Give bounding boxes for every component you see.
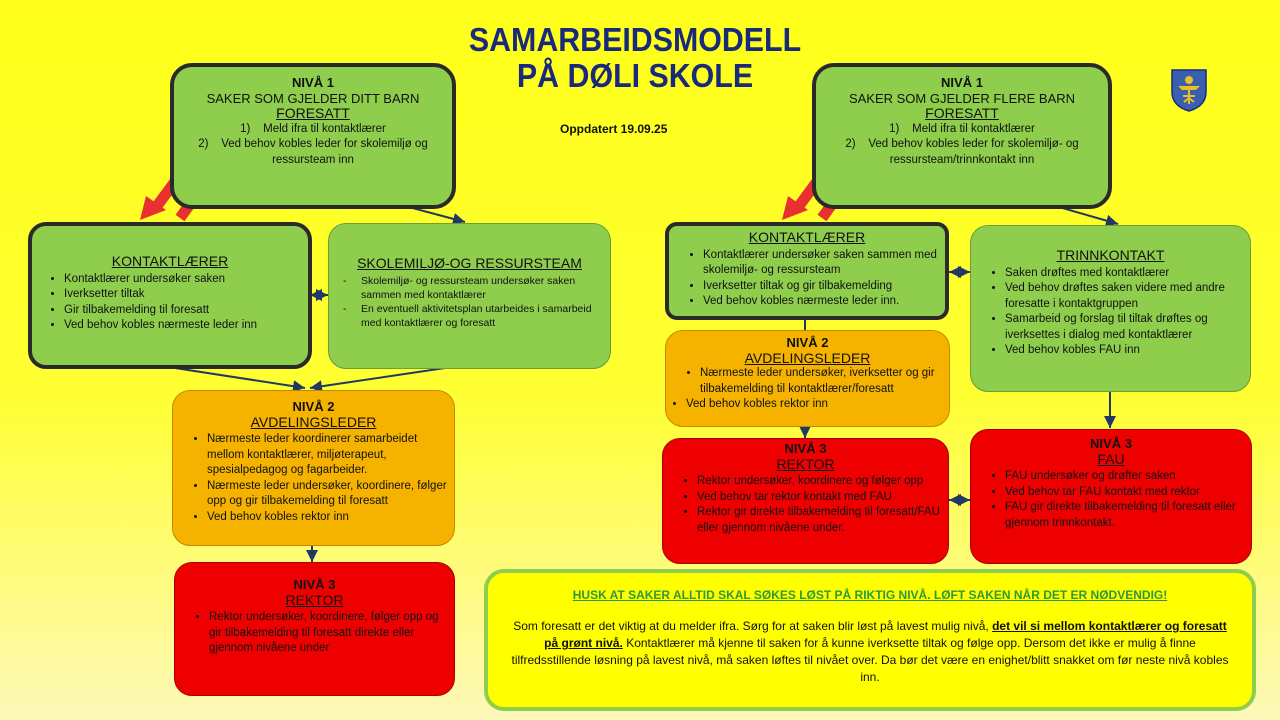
role-title: TRINNKONTAKT: [1056, 247, 1165, 263]
reminder-text: Som foresatt er det viktig at du melder …: [506, 618, 1234, 686]
role-title: SKOLEMILJØ-OG RESSURSTEAM: [357, 255, 582, 271]
role-title: AVDELINGSLEDER: [744, 349, 871, 366]
list-item: 1) Meld ifra til kontaktlærer: [240, 122, 386, 135]
title-line-1: SAMARBEIDSMODELL: [468, 21, 802, 58]
list-item: Kontaktlærer undersøker saken sammen med…: [703, 248, 945, 279]
list-item: Nærmeste leder koordinerer samarbeidet m…: [207, 432, 448, 479]
list-item: Ved behov tar rektor kontakt med FAU: [697, 490, 942, 506]
list-item: 2) Ved behov kobles leder for skolemiljø…: [198, 138, 428, 150]
role-title: FORESATT: [925, 105, 999, 121]
list-item: FAU gir direkte tilbakemelding til fores…: [1005, 500, 1245, 531]
list-item: Ved behov kobles rektor inn: [207, 510, 448, 526]
role-title: KONTAKTLÆRER: [748, 229, 866, 245]
right-kontaktlaerer-box: KONTAKTLÆRER Kontaktlærer undersøker sak…: [665, 222, 949, 320]
updated-date: Oppdatert 19.09.25: [560, 122, 668, 136]
left-niva1-box: NIVÅ 1 SAKER SOM GJELDER DITT BARN FORES…: [170, 63, 456, 209]
left-kontaktlaerer-box: KONTAKTLÆRER Kontaktlærer undersøker sak…: [28, 222, 312, 369]
list-item: Ved behov drøftes saken videre med andre…: [1005, 281, 1244, 312]
niva-heading: NIVÅ 1: [941, 75, 983, 90]
list-item: Ved behov kobles FAU inn: [1005, 343, 1244, 359]
niva-heading: NIVÅ 2: [786, 335, 829, 350]
list-item: Nærmeste leder undersøker, koordinere, f…: [207, 479, 448, 510]
role-title: FORESATT: [276, 105, 350, 121]
right-trinnkontakt-box: TRINNKONTAKT Saken drøftes med kontaktlæ…: [970, 225, 1251, 392]
list-item: Rektor undersøker, koordinere, følger op…: [209, 610, 446, 657]
list-item: Iverksetter tiltak: [64, 287, 308, 303]
reminder-heading: HUSK AT SAKER ALLTID SKAL SØKES LØST PÅ …: [572, 588, 1168, 602]
list-item: Kontaktlærer undersøker saken: [64, 272, 308, 288]
role-title: FAU: [1097, 450, 1125, 467]
left-niva3-box: NIVÅ 3 REKTOR Rektor undersøker, koordin…: [174, 562, 455, 696]
list-item: Saken drøftes med kontaktlærer: [1005, 266, 1244, 282]
list-item: Skolemiljø- og ressursteam undersøker sa…: [343, 274, 610, 302]
list-item: ressursteam inn: [272, 153, 354, 166]
page-title: SAMARBEIDSMODELL PÅ DØLI SKOLE: [446, 22, 823, 94]
role-title: REKTOR: [776, 455, 835, 472]
niva-heading: NIVÅ 1: [292, 75, 334, 90]
list-item: Gir tilbakemelding til foresatt: [64, 303, 308, 319]
left-niva2-box: NIVÅ 2 AVDELINGSLEDER Nærmeste leder koo…: [172, 390, 455, 546]
list-item: Rektor undersøker, koordinere og følger …: [697, 474, 942, 490]
list-item: 1) Meld ifra til kontaktlærer: [889, 122, 1035, 135]
reminder-box: HUSK AT SAKER ALLTID SKAL SØKES LØST PÅ …: [484, 569, 1256, 711]
niva-subtitle: SAKER SOM GJELDER FLERE BARN: [848, 90, 1076, 106]
list-item: Nærmeste leder undersøker, iverksetter o…: [700, 366, 943, 397]
right-niva2-box: NIVÅ 2 AVDELINGSLEDER Nærmeste leder und…: [665, 330, 950, 427]
role-title: REKTOR: [285, 591, 344, 608]
right-niva3-fau-box: NIVÅ 3 FAU FAU undersøker og drøfter sak…: [970, 429, 1252, 564]
list-item: Iverksetter tiltak og gir tilbakemelding: [703, 279, 945, 295]
niva-heading: NIVÅ 2: [292, 399, 335, 414]
niva-heading: NIVÅ 3: [784, 441, 827, 456]
list-item: Ved behov kobles nærmeste leder inn: [64, 318, 308, 334]
list-item: Ved behov kobles nærmeste leder inn.: [703, 294, 945, 310]
right-niva1-box: NIVÅ 1 SAKER SOM GJELDER FLERE BARN FORE…: [812, 63, 1112, 209]
right-niva3-rektor-box: NIVÅ 3 REKTOR Rektor undersøker, koordin…: [662, 438, 949, 564]
list-item: En eventuell aktivitetsplan utarbeides i…: [343, 302, 610, 330]
crest-icon: [1171, 69, 1207, 112]
reminder-bold-text: det vil si mellom kontaktlærer og foresa…: [544, 619, 1227, 650]
left-skolemiljo-box: SKOLEMILJØ-OG RESSURSTEAM Skolemiljø- og…: [328, 223, 611, 369]
list-item: ressursteam/trinnkontakt inn: [889, 153, 1035, 166]
list-item: Rektor gir direkte tilbakemelding til fo…: [697, 505, 942, 536]
niva-heading: NIVÅ 3: [293, 577, 336, 592]
list-item: Samarbeid og forslag til tiltak drøftes …: [1005, 312, 1244, 343]
list-item: Ved behov kobles rektor inn: [686, 397, 943, 413]
list-item: Ved behov tar FAU kontakt med rektor: [1005, 485, 1245, 501]
role-title: AVDELINGSLEDER: [250, 413, 377, 430]
niva-heading: NIVÅ 3: [1090, 436, 1132, 451]
reminder-text-part: Som foresatt er det viktig at du melder …: [513, 619, 993, 633]
reminder-text-part: Kontaktlærer må kjenne til saken for å k…: [511, 636, 1229, 684]
title-line-2: PÅ DØLI SKOLE: [516, 57, 754, 94]
list-item: 2) Ved behov kobles leder for skolemiljø…: [845, 138, 1079, 150]
niva-subtitle: SAKER SOM GJELDER DITT BARN: [206, 90, 420, 106]
list-item: FAU undersøker og drøfter saken: [1005, 469, 1245, 485]
role-title: KONTAKTLÆRER: [111, 253, 229, 269]
